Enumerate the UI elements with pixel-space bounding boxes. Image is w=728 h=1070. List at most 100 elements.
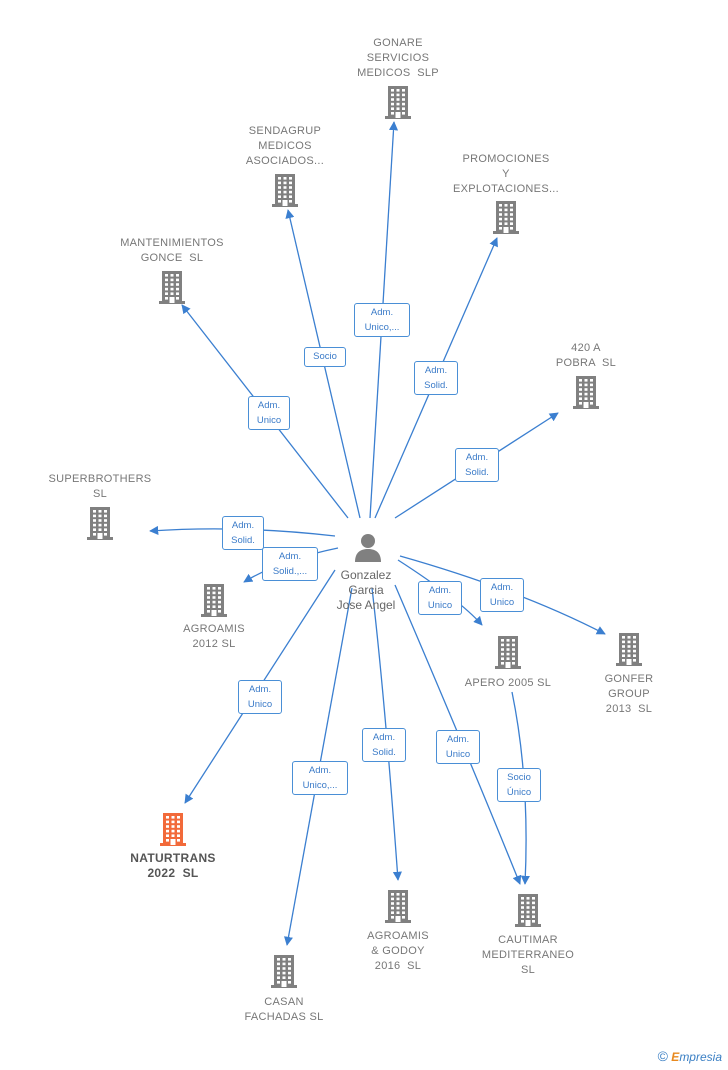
building-icon[interactable] <box>84 505 116 546</box>
relation-label-line: Adm. <box>257 400 281 411</box>
relation-label-line: Unico <box>489 597 515 608</box>
relation-label-line: Solid. <box>231 535 255 546</box>
relation-label[interactable]: Adm. Unico <box>248 396 290 430</box>
company-label-superbrothers[interactable]: SUPERBROTHERS SL <box>20 472 180 502</box>
relation-label[interactable]: Socio <box>304 347 346 367</box>
company-label-line: 420 A <box>571 342 601 354</box>
building-icon[interactable] <box>382 888 414 929</box>
company-label-line: 2016 SL <box>374 960 422 972</box>
company-label-line: GONFER <box>604 673 654 685</box>
relation-label-line: Adm. <box>490 582 514 593</box>
building-icon[interactable] <box>492 634 524 675</box>
building-icon[interactable] <box>512 892 544 933</box>
company-label-line: SENDAGRUP <box>248 125 322 137</box>
company-label-agroamisgodoy[interactable]: AGROAMIS & GODOY 2016 SL <box>318 929 478 974</box>
company-label-agroamis2012[interactable]: AGROAMIS 2012 SL <box>134 622 294 652</box>
company-label-line: NATURTRANS <box>130 851 216 865</box>
company-label-line: 2012 SL <box>192 638 236 650</box>
building-icon[interactable] <box>269 172 301 213</box>
company-label-line: MEDICOS SLP <box>357 67 439 79</box>
relation-label-line: Unico <box>247 699 273 710</box>
building-icon[interactable] <box>198 582 230 623</box>
brand-logo-letter: E <box>671 1050 680 1064</box>
relation-label[interactable]: Adm. Solid.,... <box>262 547 318 581</box>
relation-label-line: Solid.,... <box>272 566 308 577</box>
company-label-line: MANTENIMIENTOS <box>120 237 224 249</box>
person-icon[interactable] <box>353 532 383 562</box>
center-name-line: Gonzalez <box>340 568 392 582</box>
company-label-line: APERO 2005 SL <box>464 677 552 689</box>
relation-label-line: Solid. <box>424 380 448 391</box>
relation-label-line: Adm. <box>278 551 302 562</box>
relation-label-line: Adm. <box>308 765 332 776</box>
relation-label[interactable]: Adm. Unico,... <box>292 761 348 795</box>
relation-label-line: Unico,... <box>302 780 338 791</box>
company-label-line: MEDICOS <box>258 140 312 152</box>
relation-label-line: Único <box>506 787 532 798</box>
relation-label-line: Socio <box>313 351 337 362</box>
center-person-name[interactable]: Gonzalez Garcia Jose Angel <box>306 568 426 613</box>
company-label-line: 2013 SL <box>605 703 653 715</box>
building-icon[interactable] <box>268 953 300 994</box>
relation-label-line: Solid. <box>465 467 489 478</box>
company-label-line: Y <box>502 168 510 180</box>
relation-label-line: Adm. <box>370 307 394 318</box>
building-icon[interactable] <box>490 199 522 240</box>
company-label-promociones[interactable]: PROMOCIONES Y EXPLOTACIONES... <box>426 152 586 197</box>
building-icon[interactable] <box>570 374 602 415</box>
relation-label-line: Socio <box>507 772 531 783</box>
building-icon[interactable] <box>613 631 645 672</box>
building-icon[interactable] <box>157 811 189 852</box>
company-label-line: SL <box>92 488 108 500</box>
center-name-line: Jose Angel <box>336 598 396 612</box>
relation-label-line: Adm. <box>446 734 470 745</box>
relation-label[interactable]: Adm. Solid. <box>362 728 406 762</box>
relation-label-line: Adm. <box>248 684 272 695</box>
building-icon[interactable] <box>156 269 188 310</box>
relation-label[interactable]: Adm. Unico <box>480 578 524 612</box>
company-label-apero[interactable]: APERO 2005 SL <box>428 676 588 691</box>
relation-label-line: Adm. <box>231 520 255 531</box>
brand-logo-text: mpresia <box>679 1050 722 1064</box>
relation-label[interactable]: Adm.Unico <box>418 581 462 615</box>
relation-label[interactable]: Adm. Solid. <box>414 361 458 395</box>
company-label-line: SUPERBROTHERS <box>48 473 152 485</box>
footer-brand[interactable]: © Empresia <box>658 1048 722 1064</box>
relation-label-line: Adm. <box>428 585 452 596</box>
building-icon[interactable] <box>382 84 414 125</box>
company-label-line: EXPLOTACIONES... <box>452 183 560 195</box>
relation-label-line: Unico <box>256 415 282 426</box>
relation-label[interactable]: Adm. Unico <box>436 730 480 764</box>
company-label-line: SL <box>520 964 536 976</box>
relation-label[interactable]: Adm. Solid. <box>455 448 499 482</box>
copyright-icon: © <box>657 1048 668 1064</box>
company-label-line: AGROAMIS <box>367 930 429 942</box>
company-label-line: & GODOY <box>371 945 425 957</box>
company-label-line: FACHADAS SL <box>244 1011 324 1023</box>
relation-label-line: Adm. <box>465 452 489 463</box>
relation-label[interactable]: Adm. Unico,... <box>354 303 410 337</box>
relation-label[interactable]: Adm. Solid. <box>222 516 264 550</box>
relation-label-line: Unico <box>445 749 471 760</box>
relation-label-line: Solid. <box>372 747 396 758</box>
company-label-line: PROMOCIONES <box>462 153 550 165</box>
company-label-line: AGROAMIS <box>183 623 245 635</box>
company-label-line: 2022 SL <box>147 866 199 880</box>
relation-edge-agroamisgodoy <box>371 587 402 881</box>
center-name-line: Garcia <box>348 583 384 597</box>
company-label-line: GROUP <box>608 688 650 700</box>
relation-label[interactable]: Adm. Unico <box>238 680 282 714</box>
company-label-line: SERVICIOS <box>366 52 430 64</box>
relation-label-line: Adm. <box>424 365 448 376</box>
relation-label-line: Unico,... <box>364 322 400 333</box>
relation-label-line: Adm. <box>372 732 396 743</box>
company-label-gonfer[interactable]: GONFER GROUP 2013 SL <box>549 672 709 717</box>
